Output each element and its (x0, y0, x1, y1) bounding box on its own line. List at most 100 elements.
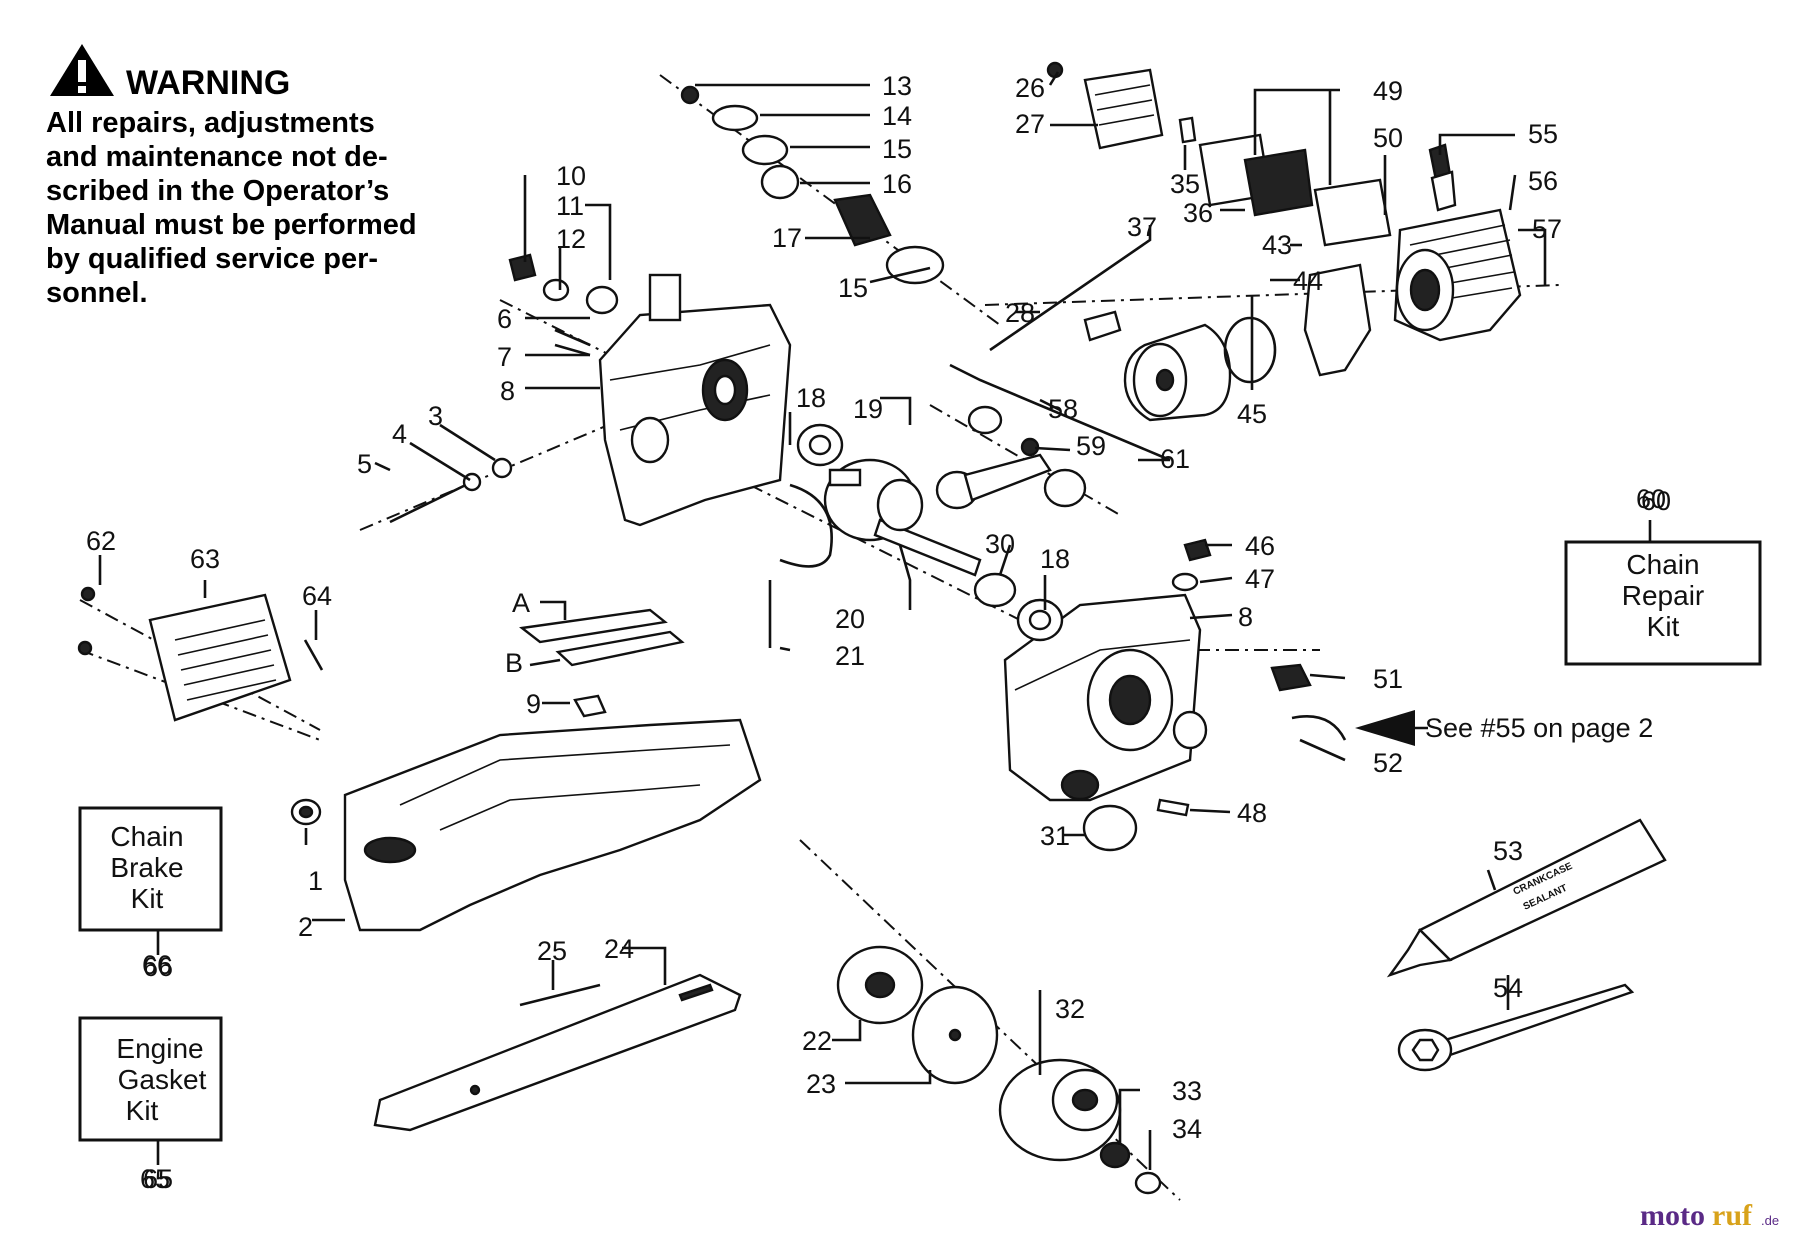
screw (573, 694, 607, 718)
crankcase-left-half (598, 273, 792, 527)
warning-title: WARNING (126, 64, 290, 102)
kit-line: Repair (1622, 580, 1704, 611)
part-label: 34 (1172, 1114, 1202, 1144)
part-label: 65 (140, 1164, 170, 1194)
part-label: 19 (853, 394, 883, 424)
part-label: 53 (1493, 836, 1523, 866)
part-label: 25 (537, 936, 567, 966)
bar-nut (290, 798, 322, 826)
screw-48 (1156, 798, 1190, 817)
crankshaft (823, 458, 982, 577)
chain-repair-kit-box: Chain Repair Kit 60 (1564, 486, 1762, 666)
part-label: 1 (308, 866, 323, 896)
wrist-pin (1083, 310, 1122, 342)
part-label: 14 (882, 101, 912, 131)
letter-labels: A B (505, 588, 530, 678)
brand-part1: moto (1640, 1199, 1705, 1232)
see-note: See #55 on page 2 (1425, 713, 1653, 743)
part-label: 30 (985, 529, 1015, 559)
part-label: 8 (500, 376, 515, 406)
callout-leaders (98, 71, 1652, 1170)
part-label: 9 (526, 689, 541, 719)
part-label: 18 (1040, 544, 1070, 574)
part-label: 56 (1528, 166, 1558, 196)
part-label: 6 (497, 304, 512, 334)
part-label: 23 (806, 1069, 836, 1099)
spark-plug (1428, 143, 1457, 212)
part-label: 24 (604, 934, 634, 964)
part-label: 64 (302, 581, 332, 611)
air-filter-cover (1083, 68, 1164, 150)
kit-number: 66 (143, 952, 173, 982)
kit-line: Kit (131, 883, 164, 914)
warning-line: Manual must be performed (46, 209, 417, 241)
part-label: 3 (428, 401, 443, 431)
kit-number: 65 (143, 1164, 173, 1194)
warning-line: All repairs, adjustments (46, 107, 375, 139)
part-label: 36 (1183, 198, 1213, 228)
warning-triangle-icon (50, 44, 114, 96)
warning-line: sonnel. (46, 277, 148, 309)
part-label: 10 (556, 161, 586, 191)
part-label: 21 (835, 641, 865, 671)
wrench (1397, 983, 1635, 1072)
needle-bearing (1099, 1141, 1131, 1169)
part-label: 11 (556, 191, 584, 221)
part-label: 37 (1127, 212, 1157, 242)
bolts-left (389, 457, 513, 524)
part-label: 50 (1373, 123, 1403, 153)
arrow-left-icon (1355, 710, 1415, 746)
part-label: 31 (1040, 821, 1070, 851)
part-label: 60 (1636, 484, 1666, 514)
part-label: 8 (1238, 602, 1253, 632)
kit-line: Kit (1647, 611, 1680, 642)
chain-segment (519, 983, 601, 1007)
part-label: 7 (497, 342, 512, 372)
guide-bar (373, 973, 742, 1132)
wire-52 (1291, 715, 1347, 741)
part-label: 32 (1055, 994, 1085, 1024)
kit-line: Engine (116, 1033, 203, 1064)
part-label: 58 (1048, 394, 1078, 424)
part-label: 2 (298, 912, 313, 942)
part-label: 66 (142, 950, 172, 980)
part-label: 26 (1015, 73, 1045, 103)
engine-gasket-kit-box: Engine Gasket Kit 65 (78, 1016, 223, 1194)
brand-part2: ruf (1712, 1199, 1753, 1232)
part-label: 51 (1373, 664, 1403, 694)
part-label: 55 (1528, 119, 1558, 149)
kit-number: 60 (1641, 486, 1671, 516)
part-label: 57 (1532, 214, 1562, 244)
thrust-washer (973, 572, 1017, 608)
part-label: 15 (882, 134, 912, 164)
grommet (1183, 538, 1212, 562)
clutch-drum (998, 1058, 1122, 1162)
part-label: 61 (1160, 444, 1190, 474)
part-label: 47 (1245, 564, 1275, 594)
cylinder-gasket (1303, 263, 1372, 377)
part-label: 20 (835, 604, 865, 634)
warning-line: by qualified service per- (46, 243, 378, 275)
bearing-left (796, 423, 844, 467)
part-label: 63 (190, 544, 220, 574)
part-label: 27 (1015, 109, 1045, 139)
part-label: 5 (357, 449, 372, 479)
kit-line: Gasket (118, 1064, 207, 1095)
bearing-right (1016, 598, 1064, 642)
part-label: 16 (882, 169, 912, 199)
sealant-tube: CRANKCASE SEALANT (1386, 818, 1667, 978)
part-label: 13 (882, 71, 912, 101)
warning-line: scribed in the Operator’s (46, 175, 389, 207)
kit-line: Kit (126, 1095, 159, 1126)
part-label: 44 (1293, 266, 1323, 296)
fittings-upper (508, 253, 619, 357)
plate-label-a: A (512, 588, 530, 618)
kit-line: Brake (110, 852, 183, 883)
clutch-plate (911, 985, 999, 1085)
clip (1171, 572, 1199, 592)
part-number-labels: 1 2 3 4 5 6 7 8 8 9 10 11 12 13 14 15 15… (86, 71, 1666, 1194)
part-label: 62 (86, 526, 116, 556)
brand-watermark: moto ruf .de (1640, 1199, 1779, 1232)
kit-line: Chain (110, 821, 183, 852)
